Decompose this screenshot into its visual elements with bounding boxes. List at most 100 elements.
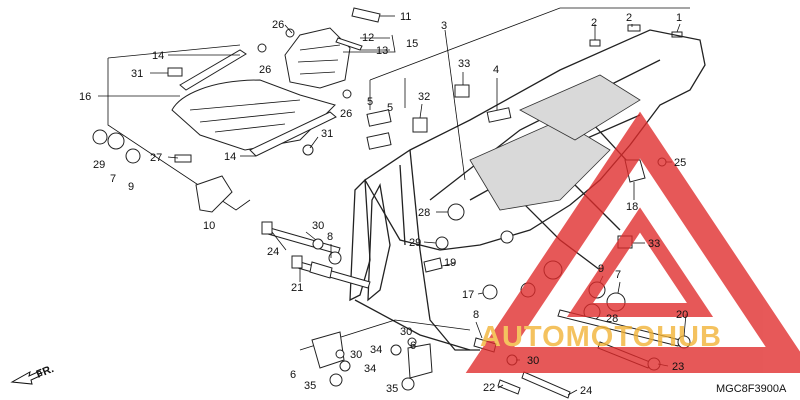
part-label-7a: 7 — [110, 173, 116, 185]
pad-2-a — [589, 39, 601, 47]
plate-11 — [351, 7, 381, 23]
clip-19 — [423, 257, 443, 273]
bolt-24-low — [521, 371, 571, 399]
seat-base-16 — [171, 79, 336, 151]
pad-2-b — [627, 24, 641, 32]
part-labels: 11 26 12 15 13 14 31 26 16 5 5 26 31 14 … — [79, 11, 787, 397]
part-label-8a: 8 — [327, 231, 333, 243]
seat-rubber-14-top — [179, 49, 247, 91]
bracket-line-16 — [107, 58, 251, 211]
part-label-31b: 31 — [321, 128, 333, 140]
part-label-35a: 35 — [304, 380, 316, 392]
mount-bracket-10 — [195, 175, 233, 213]
bolt-22 — [497, 379, 521, 395]
part-label-4: 4 — [493, 64, 499, 76]
collar-28 — [447, 203, 465, 221]
washer-30-low — [335, 349, 345, 359]
part-label-28b: 28 — [606, 313, 618, 325]
frame-outline-main — [364, 29, 706, 251]
nut-34-left — [339, 360, 351, 372]
part-label-30b: 30 — [400, 326, 412, 338]
part-label-24b: 24 — [580, 385, 592, 397]
part-label-19: 19 — [444, 257, 456, 269]
part-label-13: 13 — [376, 45, 388, 57]
part-label-26c: 26 — [340, 108, 352, 120]
bolt-35-right — [401, 377, 415, 391]
part-label-16: 16 — [79, 91, 91, 103]
watermark-text: AUTOMOTOHUB — [480, 321, 722, 353]
pad-4 — [486, 107, 512, 123]
part-label-33b: 33 — [648, 238, 660, 250]
part-label-35b: 35 — [386, 383, 398, 395]
direction-label: FR. — [35, 363, 56, 381]
rubber-17 — [482, 284, 498, 300]
seat-rubber-14-bottom — [249, 111, 337, 157]
part-label-10: 10 — [203, 220, 215, 232]
bolt-27 — [174, 154, 192, 163]
part-label-14a: 14 — [152, 50, 164, 62]
part-label-9b: 9 — [598, 263, 604, 275]
part-label-30a: 30 — [312, 220, 324, 232]
screw-26-left — [257, 43, 267, 53]
pad-5-b — [366, 132, 392, 150]
watermark: AUTOMOTOHUB — [465, 111, 800, 373]
part-label-9a: 9 — [128, 181, 134, 193]
part-label-33a: 33 — [458, 58, 470, 70]
part-label-2b: 2 — [626, 12, 632, 24]
downtube-right — [367, 183, 391, 302]
arrow-icon — [10, 370, 43, 385]
pads — [366, 7, 690, 150]
part-label-6a: 6 — [290, 369, 296, 381]
part-label-17: 17 — [462, 289, 474, 301]
part-label-1: 1 — [676, 12, 682, 24]
part-label-15: 15 — [406, 38, 418, 50]
through-bolt-20 — [557, 309, 681, 347]
left-bolts — [261, 221, 371, 289]
screw-26-top — [285, 28, 295, 38]
cradle-rail — [409, 149, 480, 351]
bush-9 — [125, 148, 141, 164]
bracket-line-14-top — [107, 44, 241, 59]
part-label-3: 3 — [441, 20, 447, 32]
diagram-code: MGC8F3900A — [716, 383, 787, 395]
part-label-18: 18 — [626, 201, 638, 213]
part-label-12: 12 — [362, 32, 374, 44]
part-label-21: 21 — [291, 282, 303, 294]
washer-30-left — [312, 238, 324, 250]
part-label-6b: 6 — [410, 340, 416, 352]
part-label-8b: 8 — [473, 309, 479, 321]
part-label-2a: 2 — [591, 17, 597, 29]
collar-7 — [107, 132, 125, 150]
part-label-5b: 5 — [387, 102, 393, 114]
bracket-6-right — [407, 343, 433, 379]
part-label-32: 32 — [418, 91, 430, 103]
part-label-25: 25 — [674, 157, 686, 169]
part-label-29b: 29 — [409, 237, 421, 249]
part-label-34a: 34 — [370, 344, 382, 356]
part-label-26b: 26 — [259, 64, 271, 76]
part-label-31a: 31 — [131, 68, 143, 80]
part-label-11: 11 — [400, 11, 411, 23]
part-label-23: 23 — [672, 361, 684, 373]
part-label-34b: 34 — [364, 363, 376, 375]
lower-mount — [299, 319, 571, 399]
clamp-32 — [412, 117, 428, 133]
boss-frame — [500, 230, 514, 244]
nut-29-frame — [435, 236, 449, 250]
bolt-35-left — [329, 373, 343, 387]
part-label-30c: 30 — [350, 349, 362, 361]
part-label-14b: 14 — [224, 151, 236, 163]
part-label-24a: 24 — [267, 246, 279, 258]
bolt-21 — [297, 261, 371, 289]
part-label-26a: 26 — [272, 19, 284, 31]
nut-29 — [92, 129, 108, 145]
clamp-33-top — [454, 84, 470, 98]
seat-rail-group — [92, 44, 337, 213]
latch-group — [257, 7, 396, 99]
part-label-20: 20 — [676, 309, 688, 321]
watermark-triangle — [465, 111, 800, 373]
part-label-29a: 29 — [93, 159, 105, 171]
bolt-31 — [167, 67, 183, 77]
gusset-plate — [469, 119, 611, 211]
